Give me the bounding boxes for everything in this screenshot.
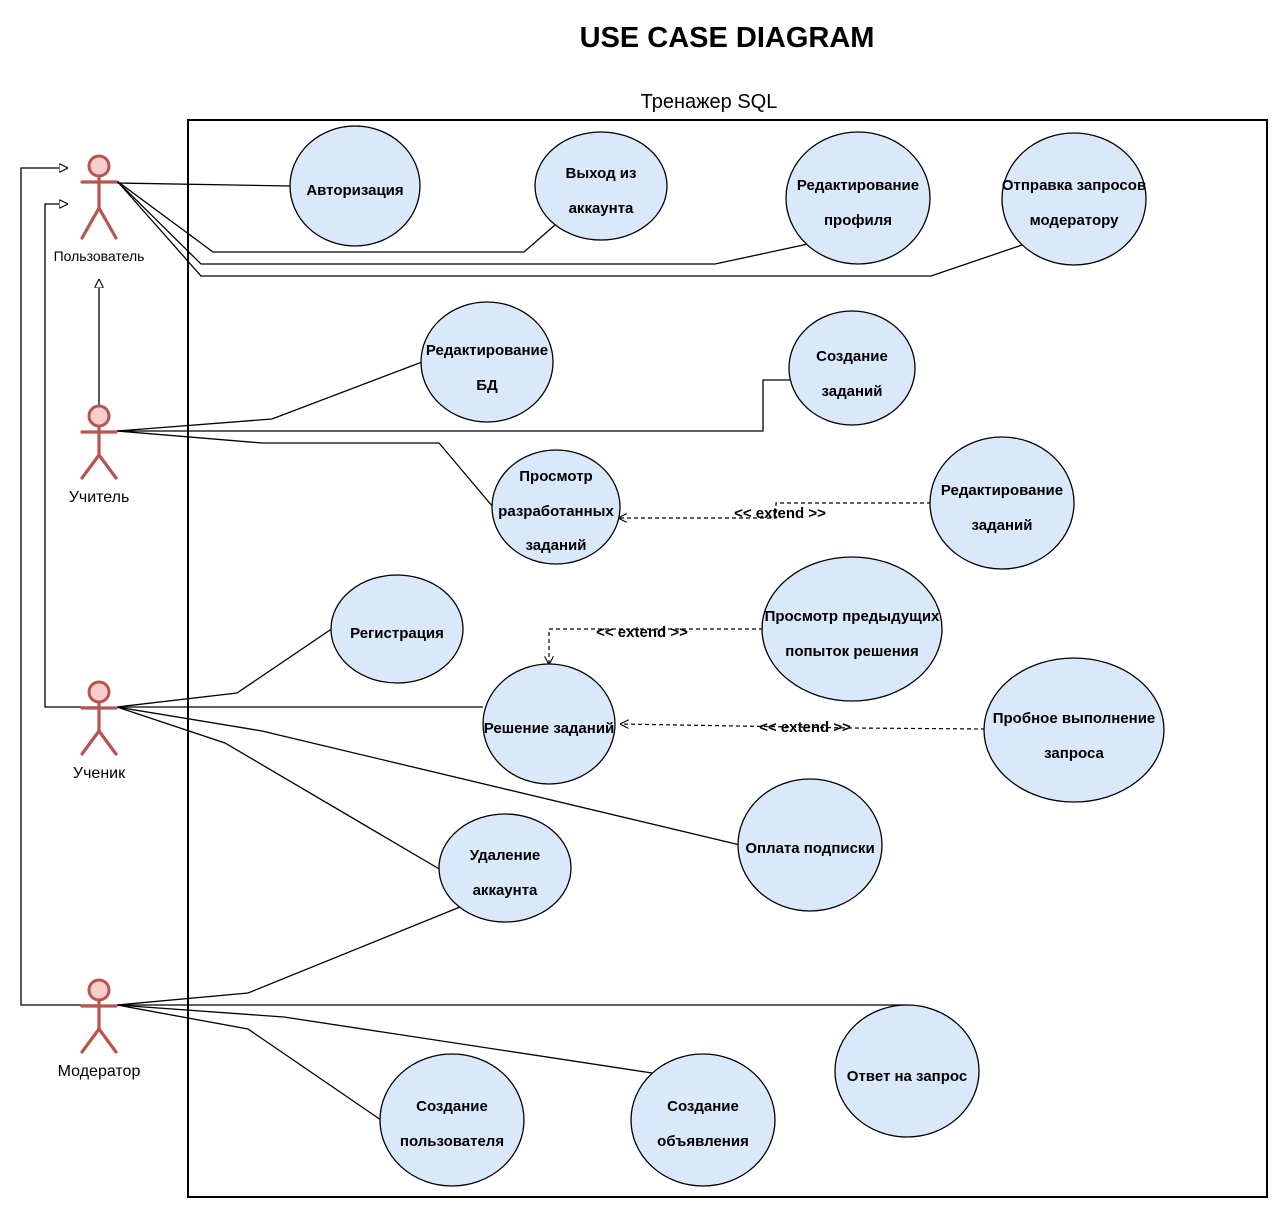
- assoc-teacher-create-tasks: [117, 379, 790, 432]
- use-case-label: профиля: [824, 212, 892, 229]
- use-case-logout[interactable]: Выход из аккаунта: [534, 131, 668, 241]
- use-case-label: Создание: [816, 348, 888, 365]
- use-case-label: БД: [476, 377, 498, 394]
- extend-label-trial-run: << extend >>: [759, 719, 851, 736]
- use-case-label: аккаунта: [569, 200, 634, 217]
- assoc-moderator-create-ad: [116, 1004, 653, 1074]
- use-case-label: модератору: [1030, 212, 1120, 229]
- use-case-label: Просмотр: [519, 468, 592, 485]
- use-case-label: Авторизация: [306, 182, 403, 199]
- use-case-label: Редактирование: [941, 482, 1063, 499]
- extend-edit-tasks: [618, 502, 931, 518]
- use-case-label: разработанных: [498, 503, 614, 520]
- actor-label: Ученик: [73, 765, 126, 782]
- stick-figure-icon: [80, 680, 118, 756]
- use-case-edit-tasks[interactable]: Редактирование заданий: [929, 436, 1075, 570]
- generalizations: [20, 168, 99, 1006]
- use-case-label: Отправка запросов: [1002, 177, 1146, 194]
- use-case-label: запроса: [1044, 745, 1104, 762]
- system-boundary: [187, 119, 1268, 1198]
- use-case-label: пользователя: [400, 1133, 504, 1150]
- extend-label-edit-tasks: << extend >>: [734, 505, 826, 522]
- use-case-send-requests[interactable]: Отправка запросов модератору: [1001, 132, 1147, 266]
- use-case-label: Редактирование: [426, 342, 548, 359]
- use-case-create-tasks[interactable]: Создание заданий: [788, 310, 916, 426]
- use-case-label: Создание: [667, 1098, 739, 1115]
- use-case-label: заданий: [526, 537, 587, 554]
- stick-figure-icon: [80, 978, 118, 1054]
- use-case-create-ad[interactable]: Создание объявления: [630, 1053, 776, 1187]
- use-case-view-attempts[interactable]: Просмотр предыдущих попыток решения: [761, 556, 943, 702]
- use-case-create-user[interactable]: Создание пользователя: [379, 1053, 525, 1187]
- assoc-teacher-edit-db: [116, 361, 423, 432]
- associations: [116, 180, 1026, 1121]
- assoc-teacher-view-tasks: [116, 430, 494, 508]
- actors: Пользователь Учитель Ученик: [54, 154, 145, 1080]
- extend-label-view-attempts: << extend >>: [596, 624, 688, 641]
- use-case-label: заданий: [822, 383, 883, 400]
- use-case-label: попыток решения: [785, 643, 918, 660]
- use-case-label: Просмотр предыдущих: [765, 608, 940, 625]
- actor-teacher[interactable]: Учитель: [69, 404, 130, 506]
- use-case-edit-db[interactable]: Редактирование БД: [420, 301, 554, 423]
- moderator-to-user-generalization: [20, 168, 99, 1006]
- use-case-pay-subscription[interactable]: Оплата подписки: [737, 778, 883, 912]
- extend-view-attempts: [549, 628, 763, 665]
- stick-figure-icon: [80, 404, 118, 480]
- use-case-label: Пробное выполнение: [993, 710, 1156, 727]
- use-case-label: Создание: [416, 1098, 488, 1115]
- extend-relations: << extend >> << extend >> << extend >>: [549, 502, 986, 736]
- use-case-label: Выход из: [566, 165, 637, 182]
- use-case-label: Регистрация: [350, 625, 444, 642]
- assoc-student-pay: [116, 706, 741, 846]
- use-case-delete-account[interactable]: Удаление аккаунта: [438, 813, 572, 923]
- system-label: Тренажер SQL: [641, 91, 778, 113]
- use-case-label: Редактирование: [797, 177, 919, 194]
- extend-trial-run: [620, 724, 986, 730]
- use-case-label: Оплата подписки: [745, 840, 874, 857]
- use-case-edit-profile[interactable]: Редактирование профиля: [785, 131, 931, 265]
- use-case-login[interactable]: Авторизация: [289, 125, 421, 247]
- actor-moderator[interactable]: Модератор: [58, 978, 141, 1080]
- use-case-label: Ответ на запрос: [847, 1068, 967, 1085]
- use-case-answer-request[interactable]: Ответ на запрос: [834, 1004, 980, 1138]
- assoc-moderator-create-user: [116, 1004, 382, 1121]
- student-to-user-generalization: [44, 204, 99, 708]
- actor-student[interactable]: Ученик: [73, 680, 126, 782]
- use-case-registration[interactable]: Регистрация: [330, 574, 464, 684]
- stick-figure-icon: [80, 154, 118, 240]
- assoc-user-login: [116, 182, 291, 187]
- assoc-user-edit-profile: [116, 180, 809, 265]
- use-case-label: Удаление: [470, 847, 541, 864]
- actor-user[interactable]: Пользователь: [54, 154, 145, 264]
- assoc-student-delete: [116, 706, 442, 871]
- actor-label: Модератор: [58, 1063, 141, 1080]
- assoc-user-logout: [116, 180, 556, 253]
- use-cases: Авторизация Выход из аккаунта Редактиров…: [289, 125, 1165, 1187]
- assoc-student-registration: [116, 627, 334, 708]
- assoc-moderator-delete: [116, 906, 461, 1006]
- use-case-view-tasks[interactable]: Просмотр разработанных заданий: [491, 449, 621, 565]
- assoc-user-send-requests: [116, 180, 1026, 277]
- use-case-label: объявления: [657, 1133, 749, 1150]
- actor-label: Учитель: [69, 489, 130, 506]
- use-case-label: заданий: [972, 517, 1033, 534]
- use-case-solve-tasks[interactable]: Решение заданий: [482, 663, 616, 785]
- diagram-title: USE CASE DIAGRAM: [580, 22, 875, 54]
- use-case-trial-run[interactable]: Пробное выполнение запроса: [983, 657, 1165, 803]
- actor-label: Пользователь: [54, 248, 145, 264]
- use-case-label: аккаунта: [473, 882, 538, 899]
- use-case-label: Решение заданий: [484, 720, 615, 737]
